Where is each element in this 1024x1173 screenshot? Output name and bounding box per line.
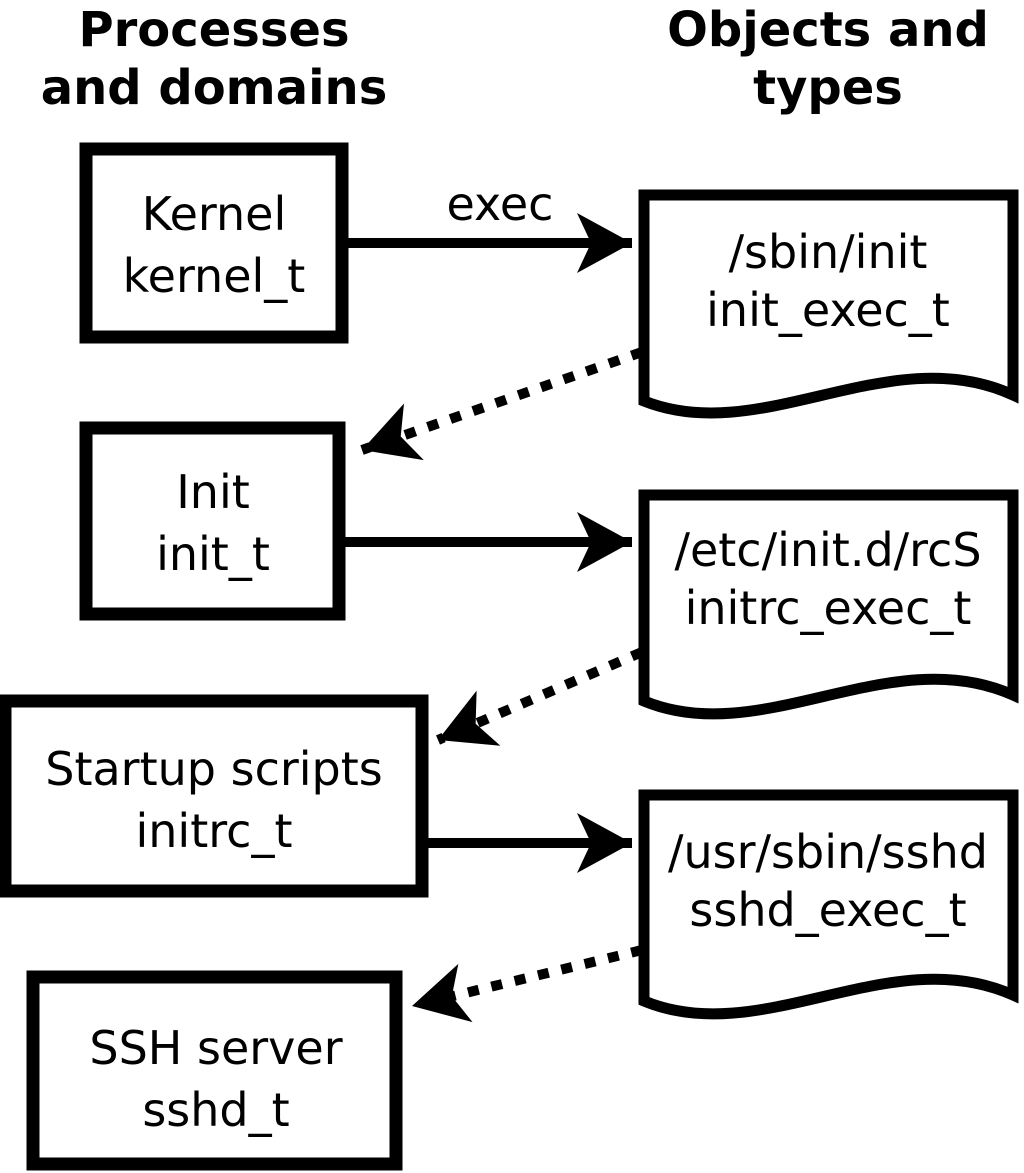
object-etc-init-rcs-type: initrc_exec_t [685, 581, 972, 635]
process-startup-scripts-label: Startup scripts [45, 742, 383, 796]
left-column-title-line2: and domains [41, 60, 388, 116]
transition-arrow-rcs-to-initrc-t [436, 647, 644, 746]
object-usr-sbin-sshd-path: /usr/sbin/sshd [668, 825, 988, 879]
object-etc-init-rcs-path: /etc/init.d/rcS [674, 523, 981, 577]
process-box-init [79, 421, 346, 621]
process-box-kernel [79, 142, 349, 344]
exec-edge-label: exec [447, 177, 554, 231]
process-startup-scripts-type: initrc_t [136, 804, 293, 858]
process-box-startup-scripts [0, 694, 429, 898]
process-box-ssh-server [26, 970, 403, 1171]
process-kernel-type: kernel_t [123, 249, 306, 303]
object-document-etc-init-rcs [638, 489, 1019, 720]
object-usr-sbin-sshd-type: sshd_exec_t [689, 883, 966, 937]
right-column-title-line1: Objects and [667, 2, 989, 58]
transition-arrow-sbin-init-to-init-t [360, 347, 644, 461]
process-ssh-server-type: sshd_t [142, 1083, 289, 1137]
left-column-title-line1: Processes [78, 2, 349, 58]
process-ssh-server-label: SSH server [89, 1021, 342, 1075]
right-column-title-line2: types [753, 60, 903, 116]
process-kernel-label: Kernel [142, 187, 287, 241]
process-init-label: Init [176, 465, 250, 519]
process-init-type: init_t [156, 527, 270, 581]
object-sbin-init-type: init_exec_t [706, 283, 950, 337]
transition-arrow-sshd-exec-to-sshd-t [410, 945, 644, 1023]
object-document-sbin-init [638, 189, 1019, 419]
object-sbin-init-path: /sbin/init [729, 225, 928, 279]
object-document-usr-sbin-sshd [638, 789, 1019, 1020]
